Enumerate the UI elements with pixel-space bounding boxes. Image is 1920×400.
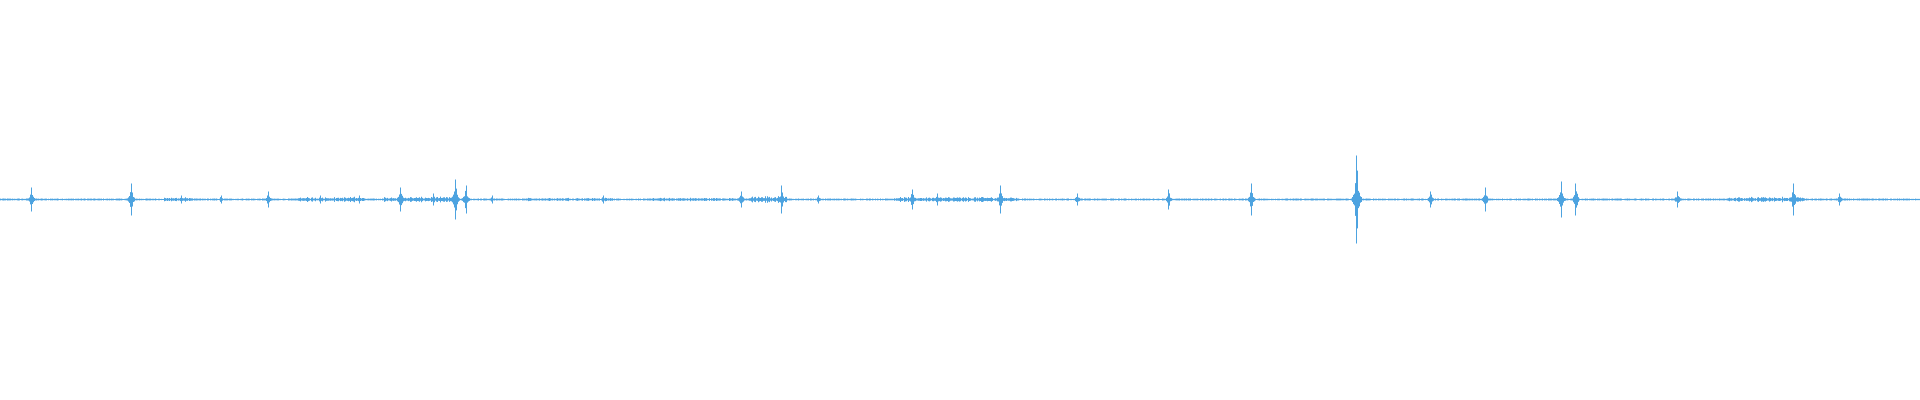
waveform-transients [31,155,1840,244]
waveform-signal [0,168,1920,231]
waveform-path [0,168,1920,231]
